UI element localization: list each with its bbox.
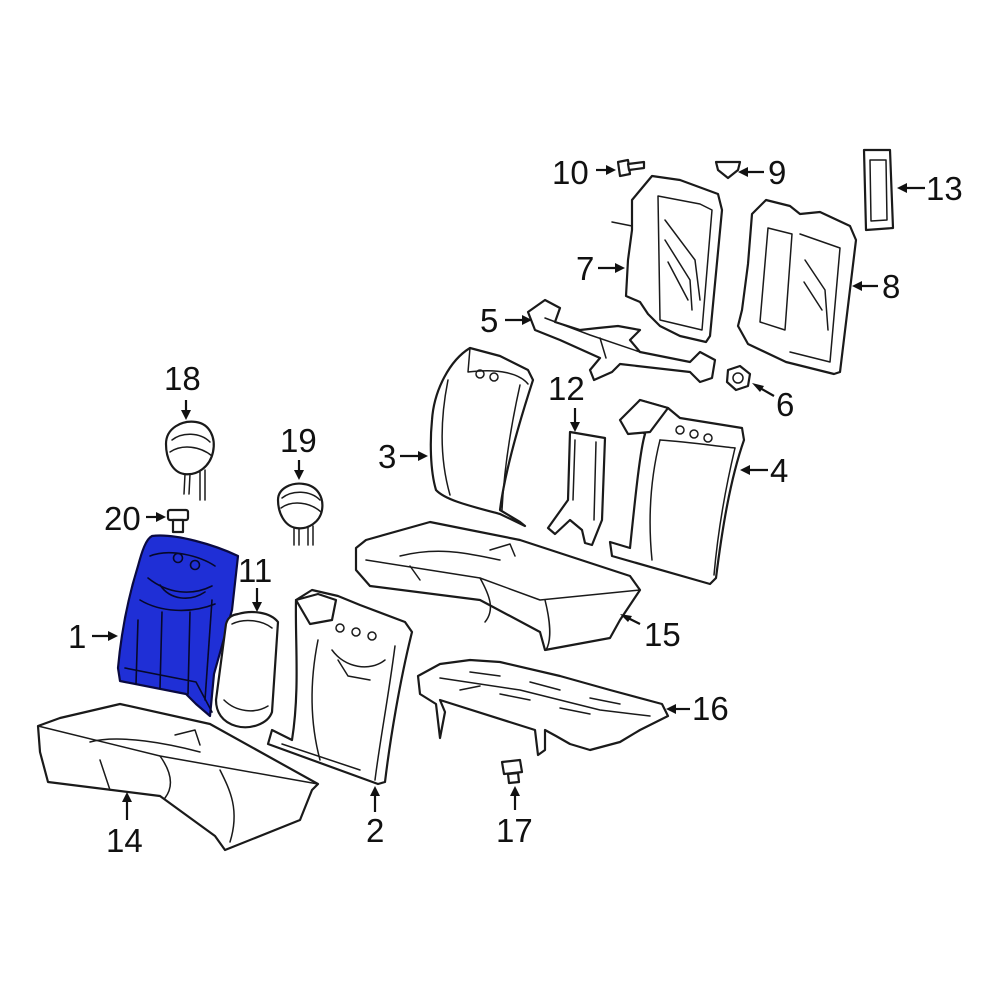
part-11-armrest[interactable]: [214, 611, 280, 729]
part-10-bolt[interactable]: [616, 158, 646, 178]
part-4-seat-back[interactable]: [608, 398, 746, 586]
callout-8[interactable]: 8: [882, 268, 900, 305]
part-7-back-panel[interactable]: [611, 174, 724, 344]
part-20-headrest-guide[interactable]: [166, 508, 190, 534]
part-9-clip[interactable]: [714, 160, 742, 180]
part-13-frame[interactable]: [862, 148, 895, 232]
part-6-nut[interactable]: [725, 364, 752, 392]
callout-13[interactable]: 13: [926, 170, 963, 207]
callout-6[interactable]: 6: [776, 386, 794, 423]
callout-7[interactable]: 7: [576, 250, 594, 287]
callout-14[interactable]: 14: [106, 822, 143, 859]
callout-10[interactable]: 10: [552, 154, 589, 191]
part-16-seat-frame[interactable]: [416, 658, 670, 757]
part-15-seat-cushion[interactable]: [354, 520, 642, 652]
part-3-seat-back[interactable]: [429, 346, 535, 528]
part-12-bracket[interactable]: [546, 430, 607, 547]
part-1-seat-back-cover[interactable]: [116, 534, 240, 718]
callout-20[interactable]: 20: [104, 500, 141, 537]
callout-12[interactable]: 12: [548, 370, 585, 407]
callout-1[interactable]: 1: [68, 618, 86, 655]
callout-11[interactable]: 11: [238, 552, 272, 589]
callout-15[interactable]: 15: [644, 616, 681, 653]
part-19-headrest[interactable]: [276, 482, 324, 546]
part-17-bolt[interactable]: [500, 758, 524, 785]
part-5-hinge[interactable]: [526, 298, 717, 384]
callout-3[interactable]: 3: [378, 438, 396, 475]
callout-5[interactable]: 5: [480, 302, 498, 339]
callout-17[interactable]: 17: [496, 812, 533, 849]
callout-labels: 1 2 3 4 5 6 7 8 9 10 11 12 13 14 15 16 1…: [68, 154, 963, 859]
callout-19[interactable]: 19: [280, 422, 317, 459]
callout-16[interactable]: 16: [692, 690, 729, 727]
part-2-seat-back[interactable]: [266, 588, 414, 786]
leader-arrows: [92, 165, 925, 820]
part-14-seat-cushion[interactable]: [36, 702, 320, 852]
part-18-headrest[interactable]: [164, 420, 215, 501]
callout-2[interactable]: 2: [366, 812, 384, 849]
part-8-back-panel[interactable]: [736, 198, 858, 376]
callout-9[interactable]: 9: [768, 154, 786, 191]
callout-18[interactable]: 18: [164, 360, 201, 397]
callout-4[interactable]: 4: [770, 452, 788, 489]
